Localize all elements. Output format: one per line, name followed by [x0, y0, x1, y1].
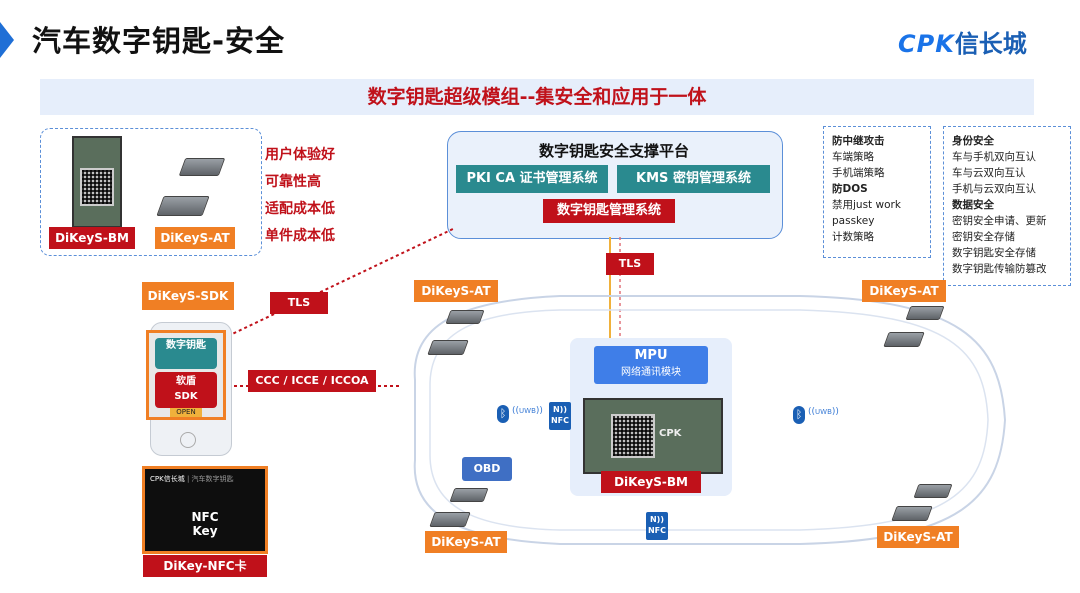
security-item: 数据安全: [952, 199, 994, 211]
nfc-card-label: DiKey-NFC卡: [143, 555, 267, 577]
app-sdk-line2: SDK: [174, 391, 198, 402]
at-dongle-top-right-1: [905, 306, 945, 320]
at-label-bottom-right: DiKeyS-AT: [877, 526, 959, 548]
modules-box: [40, 128, 262, 256]
company-logo: CPK信长城: [898, 24, 1027, 59]
at-dongle-bottom-left-2: [429, 512, 471, 527]
attack-item: 禁用just work: [832, 199, 901, 211]
at-label-top-left: DiKeyS-AT: [414, 280, 498, 302]
logo-text: 信长城: [954, 30, 1027, 58]
security-item: 密钥安全存储: [952, 231, 1015, 243]
app-digital-key: 数字钥匙: [155, 338, 217, 369]
uwb-indicator-left: ((UWB)): [512, 406, 543, 416]
tls-label-left: TLS: [270, 292, 328, 314]
module-logo: CPK: [659, 428, 682, 439]
dkm-system: 数字钥匙管理系统: [543, 199, 675, 223]
attack-item: 防DOS: [832, 183, 868, 195]
sdk-label: DiKeyS-SDK: [142, 282, 234, 310]
bluetooth-icon: ᛒ: [497, 405, 509, 423]
at-dongle-bottom-right-2: [891, 506, 933, 521]
open-badge: OPEN: [170, 408, 202, 417]
nfc-card-sub-text: | 汽车数字钥匙: [186, 475, 234, 483]
qr-code-icon: [80, 168, 114, 206]
at-dongle-top-left-2: [427, 340, 469, 355]
attack-item: 防中继攻击: [832, 135, 885, 147]
page-title: 汽车数字钥匙-安全: [32, 24, 286, 58]
uwb-right-text: UWB: [815, 408, 832, 416]
app-digital-key-label: 数字钥匙: [166, 340, 206, 351]
nfc-waves-icon: N)): [552, 405, 567, 414]
feature-item: 单件成本低: [265, 228, 335, 244]
security-item: 数字钥匙安全存储: [952, 247, 1036, 259]
security-item: 数字钥匙传输防篡改: [952, 263, 1047, 275]
nfc-card-line2: Key: [192, 524, 218, 538]
nfc-indicator-bottom: N)) NFC: [646, 512, 668, 540]
nfc-card-line1: NFC: [191, 510, 219, 524]
security-item: 密钥安全申请、更新: [952, 215, 1047, 227]
app-soft-shield-sdk: 软盾 SDK: [155, 372, 217, 408]
kms-system: KMS 密钥管理系统: [617, 165, 770, 193]
tls-label-right: TLS: [606, 253, 654, 275]
attack-item: 手机端策略: [832, 167, 885, 179]
nfc-card-brand-text: CPK信长城: [150, 475, 185, 483]
uwb-left-text: UWB: [519, 407, 536, 415]
at-dongle-top-right-2: [883, 332, 925, 347]
nfc-card-brand: CPK信长城 | 汽车数字钥匙: [150, 474, 234, 484]
security-item: 身份安全: [952, 135, 994, 147]
attack-defense-box: 防中继攻击 车端策略 手机端策略 防DOS 禁用just work passke…: [823, 126, 931, 258]
mpu-title: MPU: [634, 348, 668, 363]
feature-item: 用户体验好: [265, 147, 335, 163]
logo-mark: CPK: [898, 30, 955, 58]
bluetooth-icon: ᛒ: [793, 406, 805, 424]
pki-system: PKI CA 证书管理系统: [456, 165, 608, 193]
app-sdk-line1: 软盾: [176, 376, 196, 387]
security-item: 车与手机双向互认: [952, 151, 1036, 163]
obd-port: OBD: [462, 457, 512, 481]
mpu-box: MPU 网络通讯模块: [594, 346, 708, 384]
qr-code-icon: [611, 414, 655, 458]
at-label-top-right: DiKeyS-AT: [862, 280, 946, 302]
feature-item: 适配成本低: [265, 201, 335, 217]
at-dongle-top-left-1: [445, 310, 485, 324]
nfc-bottom-text: NFC: [647, 526, 667, 535]
at-label-bottom-left: DiKeyS-AT: [425, 531, 507, 553]
attack-item: 计数策略: [832, 231, 874, 243]
nfc-indicator-mid: N)) NFC: [549, 402, 571, 430]
header-arrow-icon: [0, 22, 14, 58]
at-dongle-bottom-left-1: [449, 488, 489, 502]
security-item: 车与云双向互认: [952, 167, 1026, 179]
bm-label-car: DiKeyS-BM: [601, 471, 701, 493]
attack-item: 车端策略: [832, 151, 874, 163]
mpu-subtitle: 网络通讯模块: [621, 367, 681, 378]
bm-module-car: CPK: [583, 398, 723, 474]
bm-module-image: [72, 136, 122, 228]
at-label: DiKeyS-AT: [155, 227, 235, 249]
bm-label: DiKeyS-BM: [49, 227, 135, 249]
protocols-label: CCC / ICCE / ICCOA: [248, 370, 376, 392]
feature-item: 可靠性高: [265, 174, 321, 190]
nfc-mid-text: NFC: [550, 416, 570, 425]
attack-item: passkey: [832, 215, 875, 227]
security-item: 手机与云双向互认: [952, 183, 1036, 195]
at-dongle-bottom-right-1: [913, 484, 953, 498]
phone-home-button: [180, 432, 196, 448]
platform-title: 数字钥匙安全支撑平台: [538, 142, 689, 160]
security-features-box: 身份安全 车与手机双向互认 车与云双向互认 手机与云双向互认 数据安全 密钥安全…: [943, 126, 1071, 286]
banner: 数字钥匙超级模组--集安全和应用于一体: [40, 79, 1034, 115]
uwb-indicator-right: ((UWB)): [808, 407, 839, 417]
nfc-waves-icon: N)): [649, 515, 664, 524]
nfc-card: [142, 466, 268, 554]
